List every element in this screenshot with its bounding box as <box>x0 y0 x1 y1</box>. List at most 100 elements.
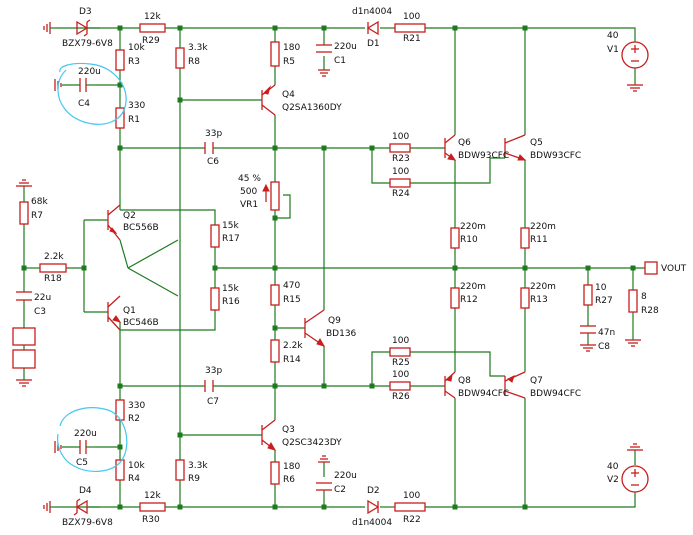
label-Q5-part: BDW93CFC <box>530 151 581 161</box>
label-R4: R4 <box>128 474 140 484</box>
label-R7: R7 <box>31 211 43 221</box>
highlight-circle-c4 <box>57 62 127 125</box>
input-source-icon <box>12 327 36 369</box>
label-Q4: Q4 <box>282 90 295 100</box>
label-Q5: Q5 <box>530 138 543 148</box>
label-R17: R17 <box>222 234 240 244</box>
resistor-R10 <box>450 227 460 249</box>
zener-diode-D4 <box>43 498 100 516</box>
label-R8-value: 3.3k <box>188 43 208 53</box>
label-R14-value: 2.2k <box>283 341 303 351</box>
capacitor-C6 <box>204 142 214 154</box>
label-R16: R16 <box>222 297 240 307</box>
label-R23-value: 100 <box>392 132 409 142</box>
label-D1: D1 <box>367 39 380 49</box>
diodes <box>43 19 380 516</box>
ground-icon-v2 <box>627 443 643 451</box>
label-C6: C6 <box>207 157 219 167</box>
label-C5-value: 220u <box>74 429 97 439</box>
resistor-R22 <box>394 502 426 512</box>
transistor-Q4 <box>261 84 276 116</box>
capacitor-C7 <box>204 380 214 392</box>
label-Q9-part: BD136 <box>326 329 357 339</box>
label-R9-value: 3.3k <box>188 461 208 471</box>
resistor-R26 <box>389 381 411 391</box>
diode-D2 <box>367 499 380 515</box>
label-R3-value: 10k <box>128 43 145 53</box>
label-D3: D3 <box>79 7 92 17</box>
label-V2-value: 40 <box>607 462 619 472</box>
label-R18-value: 2.2k <box>44 252 64 262</box>
label-C7: C7 <box>207 397 219 407</box>
label-Q2: Q2 <box>123 211 136 221</box>
label-R24: R24 <box>392 189 410 199</box>
resistor-R14 <box>270 339 280 363</box>
label-Q9: Q9 <box>328 316 341 326</box>
resistor-R25 <box>389 347 411 357</box>
resistor-R6 <box>270 461 280 485</box>
label-D1-part: d1n4004 <box>352 7 392 17</box>
label-R21: R21 <box>403 34 421 44</box>
label-R14: R14 <box>283 355 301 365</box>
label-R22-value: 100 <box>403 491 420 501</box>
label-Q2-part: BC556B <box>123 223 159 233</box>
label-R22: R22 <box>403 515 421 525</box>
label-output: VOUT <box>661 264 687 274</box>
capacitor-C1 <box>316 44 332 77</box>
label-Q8: Q8 <box>458 376 471 386</box>
label-R6-value: 180 <box>283 462 300 472</box>
label-D2: D2 <box>367 486 380 496</box>
label-D4-part: BZX79-6V8 <box>62 518 113 528</box>
resistor-R4 <box>115 459 125 481</box>
resistor-R11 <box>520 227 530 249</box>
junctions <box>21 25 636 510</box>
label-R26-value: 100 <box>392 370 409 380</box>
label-R30: R30 <box>142 515 160 525</box>
label-C6-value: 33p <box>205 129 222 139</box>
transistor-Q7 <box>504 371 526 399</box>
label-R16-value: 15k <box>222 284 239 294</box>
potentiometer-VR1 <box>270 181 280 211</box>
label-R3: R3 <box>128 57 140 67</box>
capacitor-C8 <box>580 325 596 334</box>
label-C4-value: 220u <box>78 67 101 77</box>
label-C8-value: 47n <box>598 328 615 338</box>
resistor-R2 <box>115 399 125 421</box>
label-R27-value: 10 <box>595 283 607 293</box>
label-R11: R11 <box>530 235 548 245</box>
highlight-circle-c5 <box>57 407 128 472</box>
resistor-R8 <box>175 47 185 69</box>
voltage-source-V2 <box>621 465 649 493</box>
label-V2: V2 <box>607 475 619 485</box>
label-Q7: Q7 <box>530 376 543 386</box>
label-R12-value: 220m <box>460 282 486 292</box>
label-R7-value: 68k <box>31 197 48 207</box>
label-Q6-part: BDW93CFC <box>458 151 509 161</box>
label-Q3-part: Q2SC3423DY <box>282 438 342 448</box>
label-R10-value: 220m <box>460 222 486 232</box>
wires <box>23 27 645 508</box>
label-Q1-part: BC546B <box>123 318 159 328</box>
label-R29: R29 <box>142 36 160 46</box>
label-R1-value: 330 <box>128 101 145 111</box>
resistor-R18 <box>39 263 67 273</box>
label-R5: R5 <box>283 57 295 67</box>
label-C2: C2 <box>334 485 346 495</box>
label-VR1-value: 500 <box>240 187 257 197</box>
label-Q8-part: BDW94CFC <box>458 389 509 399</box>
output-port-icon <box>644 261 658 275</box>
label-R10: R10 <box>460 235 478 245</box>
transistor-Q2 <box>107 204 121 241</box>
label-R9: R9 <box>188 474 200 484</box>
resistor-R3 <box>115 49 125 71</box>
capacitor-C2 <box>316 455 332 491</box>
resistor-R21 <box>394 23 426 33</box>
label-R2-value: 330 <box>128 401 145 411</box>
label-V1-value: 40 <box>607 31 619 41</box>
label-C5: C5 <box>76 458 88 468</box>
label-R1: R1 <box>128 115 140 125</box>
label-C1: C1 <box>334 56 346 66</box>
diode-D1 <box>366 20 379 36</box>
